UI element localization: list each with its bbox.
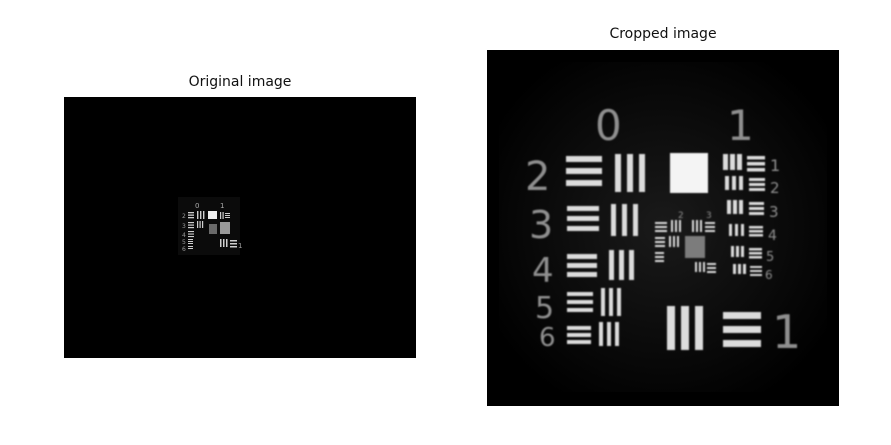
cropped-label-l4: 4 [532,251,554,291]
cropped-image-canvas: 0 1 2 3 4 5 6 [487,50,839,406]
orig-label-e3: 3 [182,223,186,230]
cropped-image-title: Cropped image [609,26,717,42]
orig-label-group1: 1 [220,202,224,210]
orig-label-e2: 2 [182,213,186,220]
cropped-label-r3: 3 [769,203,779,221]
orig-label-e5: 5 [182,239,186,246]
orig-label-group0: 0 [195,202,199,210]
cropped-label-l6: 6 [539,323,556,353]
cropped-label-c2: 2 [678,211,684,221]
original-image-canvas: 0 1 2 3 4 5 6 1 [64,97,416,358]
orig-label-r1: 1 [238,242,242,250]
cropped-label-big1: 1 [772,305,801,359]
cropped-label-l5: 5 [535,291,554,326]
cropped-label-c3: 3 [706,211,712,221]
cropped-label-group0: 0 [595,101,622,150]
cropped-label-l3: 3 [529,203,553,247]
cropped-label-r5: 5 [766,250,774,265]
cropped-label-r2: 2 [770,179,780,197]
cropped-label-group1: 1 [727,101,754,150]
cropped-label-l2: 2 [525,154,550,200]
original-image: 0 1 2 3 4 5 6 1 [64,97,416,358]
orig-label-e4: 4 [182,232,186,239]
cropped-label-r6: 6 [765,268,773,282]
cropped-label-r1: 1 [770,156,780,175]
orig-label-e6: 6 [182,246,186,253]
cropped-label-r4: 4 [768,228,777,244]
cropped-image: 0 1 2 3 4 5 6 [487,50,839,406]
original-image-title: Original image [188,74,292,90]
